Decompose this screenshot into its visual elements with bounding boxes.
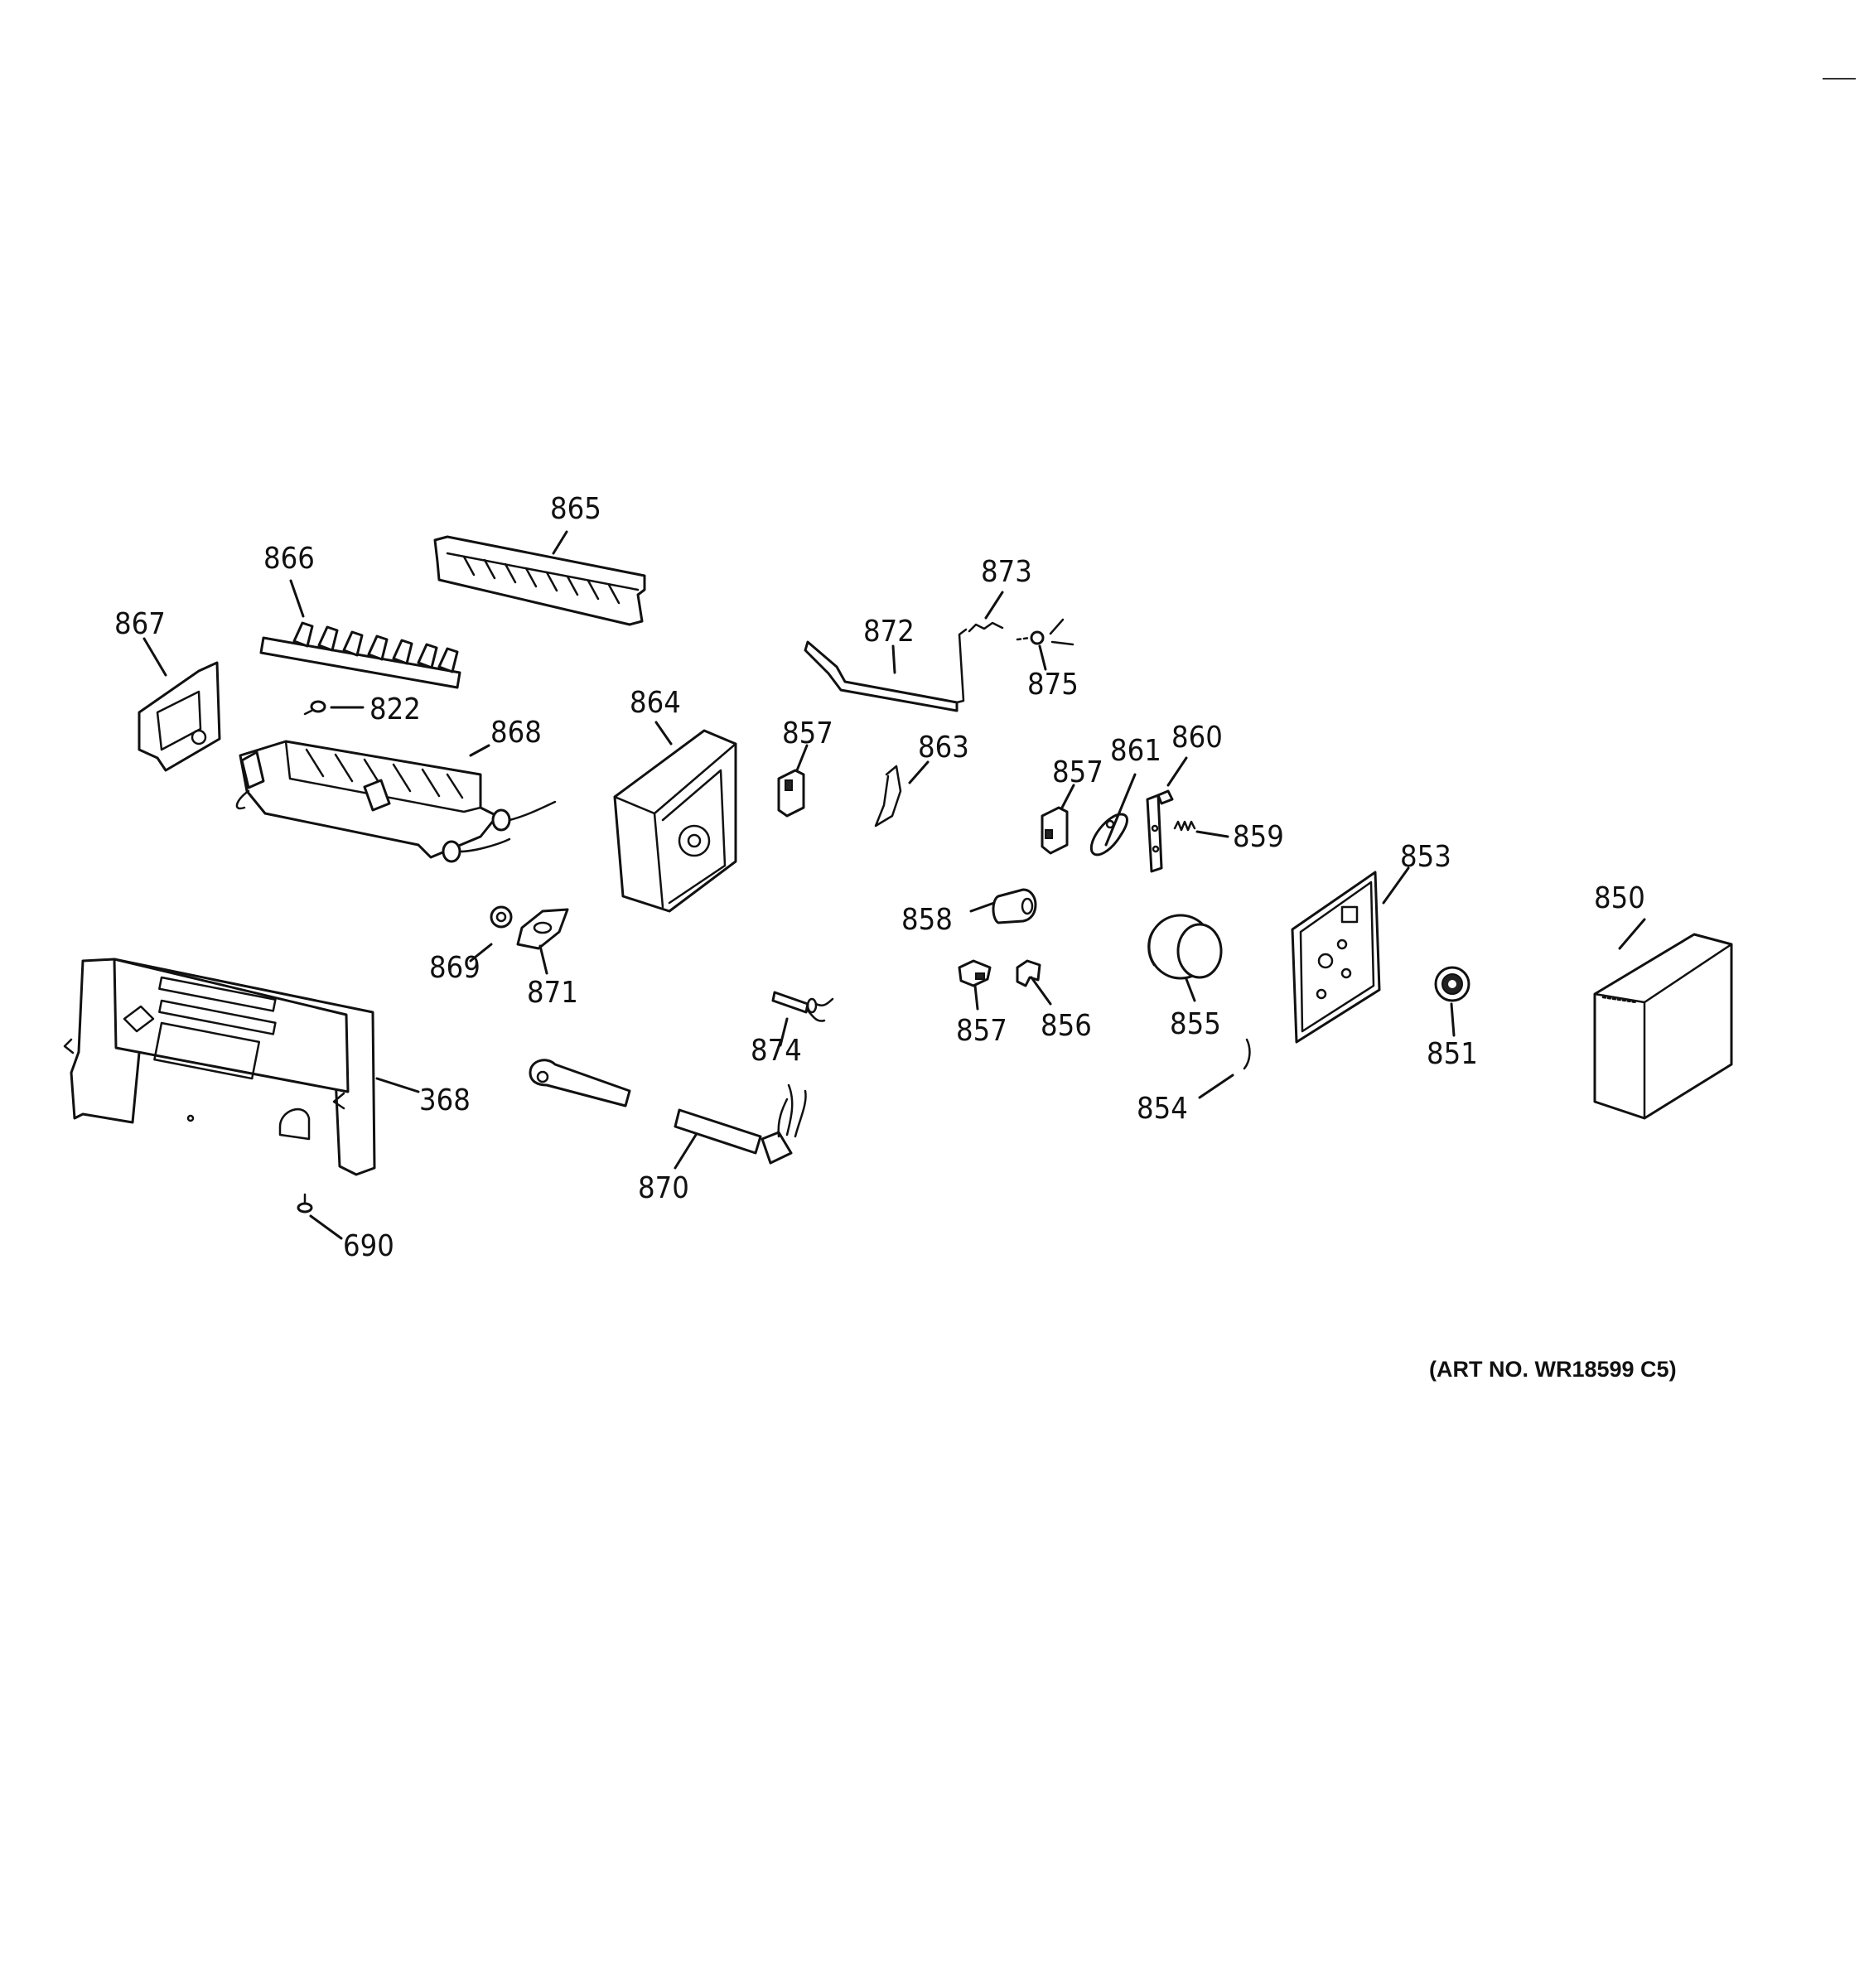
part-854-wire [1243,1038,1251,1070]
part-822-screw [303,700,326,716]
part-874-harness [771,991,834,1022]
callout-labels: 865 866 867 822 868 864 873 872 875 857 … [114,492,1645,1263]
callout-865: 865 [550,492,601,526]
part-875-nut [1016,618,1074,646]
callout-853: 853 [1400,840,1451,874]
part-871-plate [516,908,569,950]
callout-861: 861 [1110,734,1161,768]
callout-874: 874 [751,1034,802,1068]
callout-857-top: 857 [782,717,833,750]
callout-867: 867 [114,607,166,641]
callout-822: 822 [369,692,421,726]
art-number: (ART NO. WR18599 C5) [1429,1357,1677,1382]
callout-857-middle: 857 [1052,755,1103,789]
callout-869: 869 [429,951,480,985]
callout-873: 873 [981,555,1032,589]
part-690-screw [297,1193,313,1214]
callout-872: 872 [863,615,915,649]
part-850-cover [1593,933,1733,1120]
part-855-motor [1147,914,1223,980]
callout-857-lower: 857 [956,1014,1007,1048]
callout-868: 868 [490,716,542,750]
callout-860: 860 [1171,721,1223,755]
callout-870: 870 [638,1171,689,1205]
part-857-switch-middle [1041,806,1069,855]
part-863-lever [874,765,902,828]
part-869-grommet [490,905,513,929]
leader-lines [142,530,1646,1240]
callout-866: 866 [263,542,315,576]
part-858-thermostat [992,888,1037,924]
callout-863: 863 [918,731,969,765]
part-870-tube [529,1059,807,1165]
callout-875: 875 [1027,668,1079,702]
part-853-plate [1291,871,1381,1044]
callout-368: 368 [419,1083,471,1117]
part-868-mold [235,740,557,863]
part-867-support [138,661,221,772]
callout-850: 850 [1594,881,1645,915]
callout-871: 871 [527,976,578,1010]
part-872-feeler-arm [804,628,968,712]
part-860-bracket [1146,789,1174,873]
callout-864: 864 [630,686,681,720]
part-857-switch-lower [958,959,992,987]
part-851-gear [1434,966,1470,1002]
part-865-stripper [433,535,646,626]
callout-856: 856 [1041,1009,1092,1043]
part-859-spring [1173,820,1196,832]
callout-854: 854 [1137,1092,1188,1126]
callout-858: 858 [901,903,953,937]
part-866-ejector [259,621,461,689]
part-856-coupler [1016,959,1041,987]
part-864-housing [613,729,737,913]
callout-690: 690 [343,1229,394,1263]
callout-851: 851 [1427,1037,1478,1071]
part-873-spring [968,621,1004,633]
callout-855: 855 [1170,1007,1221,1041]
part-368-bracket [63,958,376,1176]
part-857-switch-top [777,769,805,818]
callout-859: 859 [1233,820,1284,854]
